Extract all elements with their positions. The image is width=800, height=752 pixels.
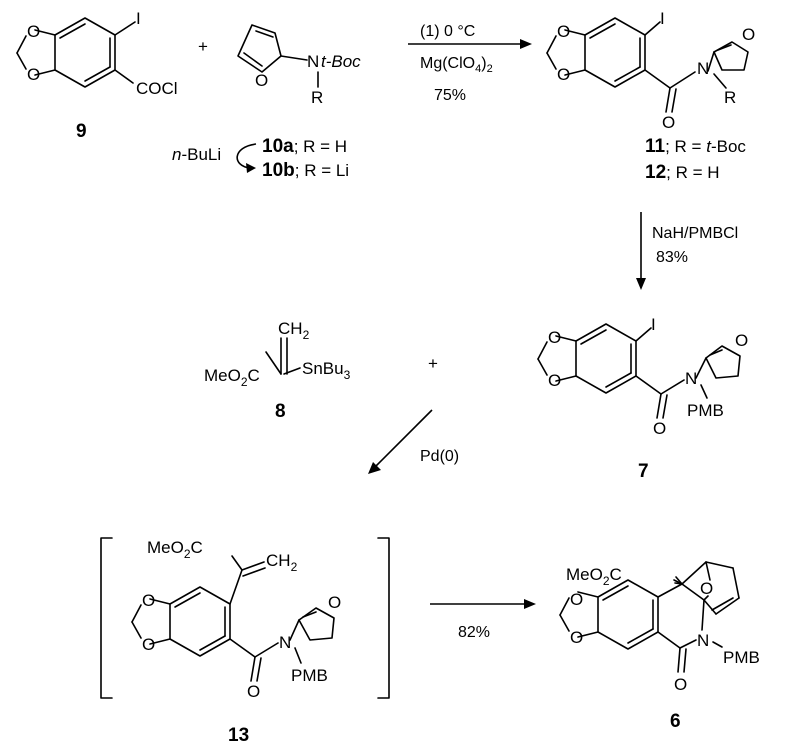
t-boc-label: t-Boc [321,52,361,71]
pmb-label: PMB [723,648,760,667]
atom-o: O [735,331,748,350]
step1-condition-1: (1) 0 °C [420,23,475,40]
compound-13-label: 13 [228,725,249,746]
compound-9-label: 9 [76,121,87,142]
atom-o: O [742,25,755,44]
atom-o: O [247,682,260,701]
step2-reagent: NaH/PMBCl [652,225,738,242]
acid-chloride-label: COCl [136,79,178,98]
atom-o: O [548,328,561,347]
ester-label: MeO2C [566,565,622,588]
compound-7-structure: O O I O N PMB O [537,315,748,438]
step4-yield: 82% [458,624,490,641]
plus-sign: + [428,354,438,373]
atom-i: I [660,9,665,28]
compound-10b-note: 10b; R = Li [262,160,349,181]
compound-6-label: 6 [670,711,681,732]
compound-11-note: 11; R = t-Boc [645,136,746,157]
atom-o: O [570,628,583,647]
compound-8-label: 8 [275,401,286,422]
atom-n: N [685,369,697,388]
atom-i: I [651,315,656,334]
compound-10a-note: 10a; R = H [262,136,347,157]
atom-r: R [724,88,736,107]
step2-yield: 83% [656,249,688,266]
atom-n: N [279,633,291,652]
methylene-label: CH2 [278,319,310,342]
pmb-label: PMB [291,666,328,685]
atom-o: O [674,675,687,694]
compound-6-structure: MeO2C O O O O N PMB [559,561,760,694]
atom-o: O [557,22,570,41]
stannyl-label: SnBu3 [302,359,351,382]
atom-i: I [136,9,141,28]
atom-o: O [548,371,561,390]
step1-condition-2: Mg(ClO4)2 [420,55,493,75]
atom-o: O [653,419,666,438]
atom-n: N [697,631,709,650]
atom-o: O [662,113,675,132]
bridge-oxygen: O [700,579,713,598]
atom-n: N [307,52,319,71]
n-buli-reagent: n-BuLi [172,145,221,164]
atom-o: O [328,593,341,612]
atom-o: O [142,635,155,654]
compound-13-structure: MeO2C CH2 O O O N PMB O [131,538,341,701]
step1-yield: 75% [434,87,466,104]
compound-8-structure: MeO2C CH2 SnBu3 [204,319,351,389]
step3-reagent: Pd(0) [420,448,459,465]
compound-11-structure: O O I O N R O [546,9,755,132]
methylene-label: CH2 [266,551,298,574]
atom-r: R [311,88,323,107]
atom-o: O [570,590,583,609]
atom-o: O [27,22,40,41]
compound-7-label: 7 [638,461,649,482]
atom-o: O [142,591,155,610]
atom-o: O [255,71,268,90]
atom-n: N [697,59,709,78]
pmb-label: PMB [687,401,724,420]
compound-10-structure: O N t-Boc R [237,24,361,107]
compound-9-structure: O O I COCl [16,9,178,98]
ester-label: MeO2C [204,366,260,389]
atom-o: O [27,65,40,84]
ester-label: MeO2C [147,538,203,561]
atom-o: O [557,65,570,84]
plus-sign: + [198,37,208,56]
compound-12-note: 12; R = H [645,162,720,183]
